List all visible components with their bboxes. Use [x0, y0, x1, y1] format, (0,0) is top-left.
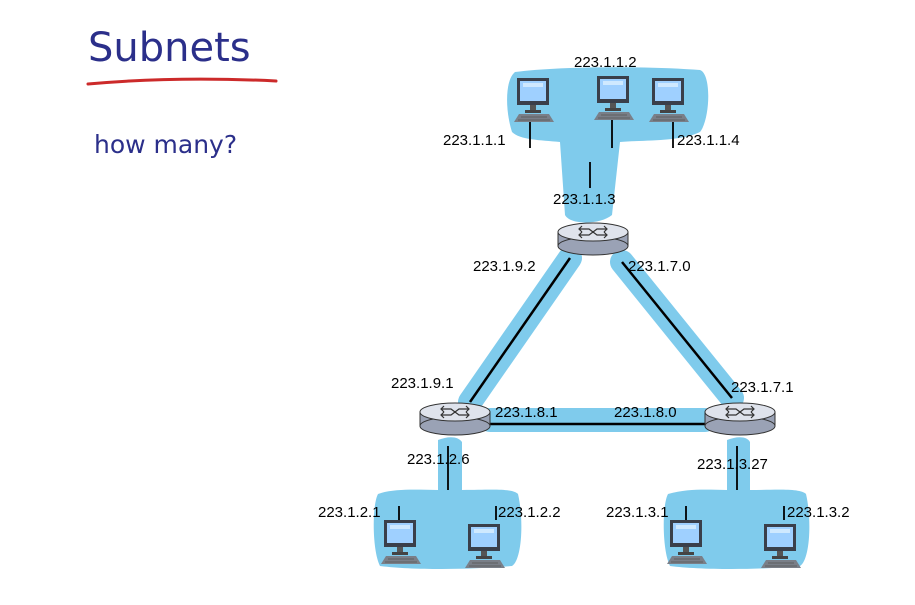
- router-icon: [419, 402, 491, 436]
- desktop-computer-icon: [666, 519, 708, 565]
- router-icon: [557, 222, 629, 256]
- label-top-right-host: 223.1.1.4: [677, 132, 740, 149]
- label-bottom-right-host1: 223.1.3.1: [606, 504, 669, 521]
- label-bottom-left-host2: 223.1.2.2: [498, 504, 561, 521]
- desktop-computer-icon: [593, 75, 635, 121]
- desktop-computer-icon: [380, 519, 422, 565]
- label-top-router-right: 223.1.7.0: [628, 258, 691, 275]
- slide-title: Subnets: [88, 25, 251, 71]
- label-right-router-top: 223.1.7.1: [731, 379, 794, 396]
- link-top-left: [468, 257, 572, 403]
- label-top-router: 223.1.1.3: [553, 191, 616, 208]
- desktop-computer-icon: [648, 77, 690, 123]
- label-bottom-left-host1: 223.1.2.1: [318, 504, 381, 521]
- label-right-router-left: 223.1.8.0: [614, 404, 677, 421]
- label-top-router-left: 223.1.9.2: [473, 258, 536, 275]
- subnet-highlight-top: [507, 67, 709, 223]
- label-top-mid-host: 223.1.1.2: [574, 54, 637, 71]
- label-left-router-top: 223.1.9.1: [391, 375, 454, 392]
- router-icon: [704, 402, 776, 436]
- label-top-left-host: 223.1.1.1: [443, 132, 506, 149]
- link-top-right: [621, 261, 733, 399]
- label-left-router-right: 223.1.8.1: [495, 404, 558, 421]
- label-left-router-bottom: 223.1.2.6: [407, 451, 470, 468]
- title-underline: [86, 77, 278, 86]
- desktop-computer-icon: [760, 523, 802, 569]
- label-bottom-right-host2: 223.1.3.2: [787, 504, 850, 521]
- desktop-computer-icon: [464, 523, 506, 569]
- label-right-router-bottom: 223.1.3.27: [697, 456, 768, 473]
- desktop-computer-icon: [513, 77, 555, 123]
- slide-subtitle: how many?: [94, 130, 238, 159]
